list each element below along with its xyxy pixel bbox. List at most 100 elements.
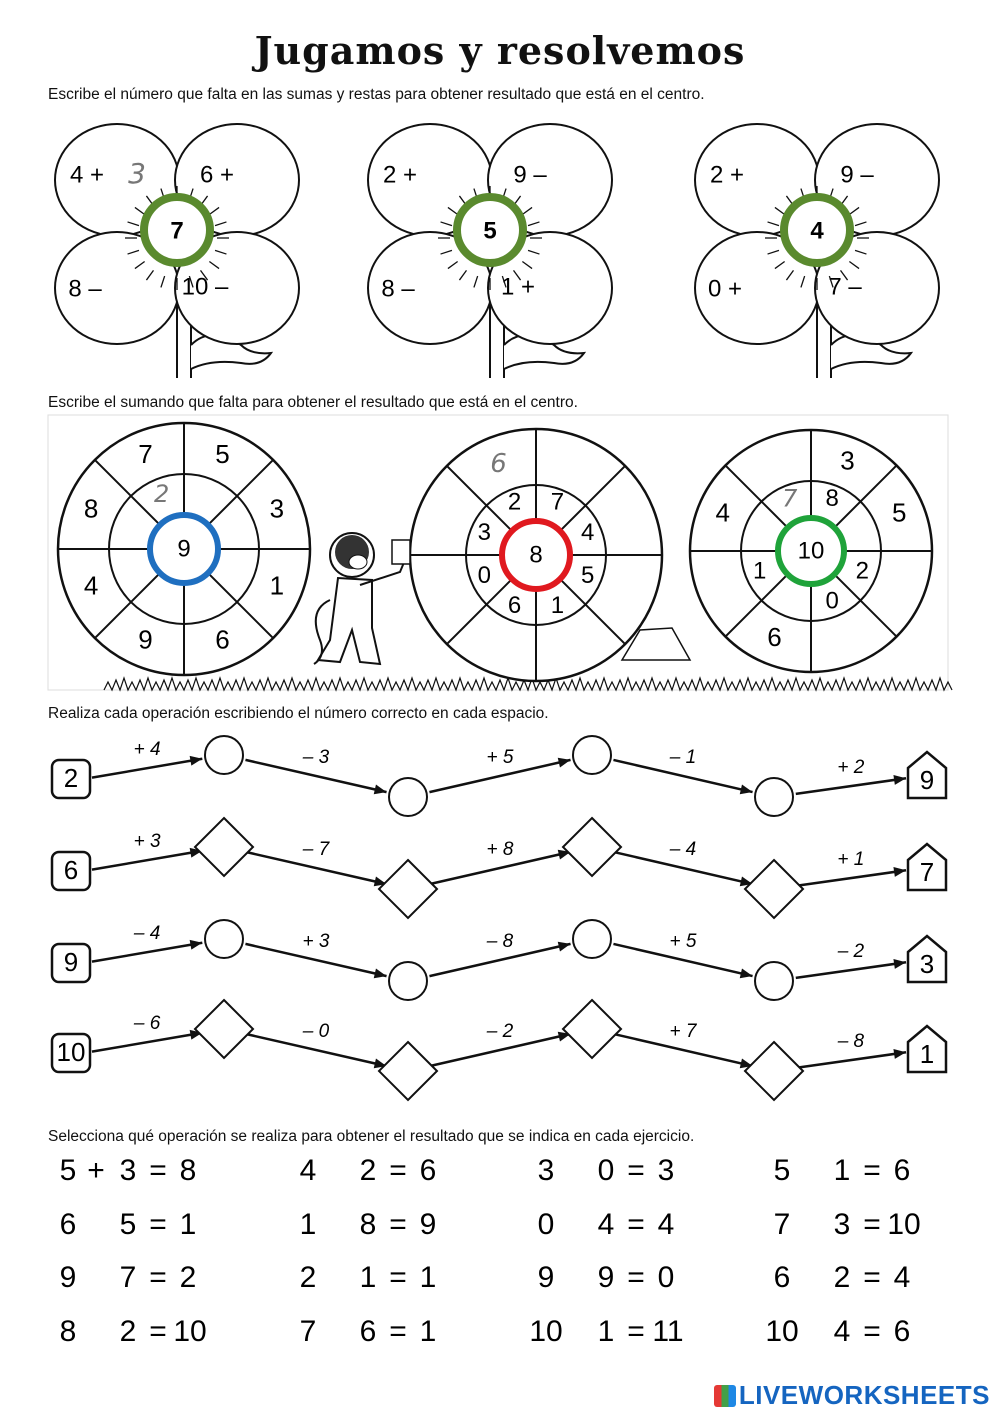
- equation-second-number: 1: [360, 1261, 377, 1294]
- operator-blank[interactable]: [798, 1213, 822, 1239]
- wheel-outer-number: 5: [892, 497, 906, 527]
- equation-result: 1: [420, 1315, 437, 1348]
- flower-hair: [473, 275, 479, 288]
- chain-operation: + 5: [670, 931, 697, 952]
- answer-circle[interactable]: [204, 919, 244, 959]
- flower-hair: [839, 269, 849, 281]
- operator-blank[interactable]: [562, 1320, 586, 1346]
- answer-diamond[interactable]: [193, 998, 255, 1060]
- operator-blank[interactable]: [798, 1266, 822, 1292]
- answer-diamond[interactable]: [743, 858, 805, 920]
- equation-equals: =: [863, 1261, 881, 1294]
- flower-hair: [134, 260, 146, 270]
- flower-center-number: 5: [483, 217, 496, 244]
- petal-operation: 8 –: [68, 275, 102, 302]
- grass: [103, 676, 953, 692]
- chain-arrow: [245, 758, 387, 794]
- wheel-inner-number: 0: [478, 562, 491, 589]
- operator-blank[interactable]: [562, 1213, 586, 1239]
- operator-blank[interactable]: [84, 1266, 108, 1292]
- equation-equals: =: [627, 1261, 645, 1294]
- chain-arrowhead: [893, 867, 907, 877]
- answer-diamond[interactable]: [377, 858, 439, 920]
- chain-arrowhead: [739, 784, 753, 795]
- operator-blank[interactable]: [84, 1320, 108, 1346]
- answer-diamond[interactable]: [561, 816, 623, 878]
- wheel-spoke: [724, 464, 789, 529]
- operator-blank[interactable]: [324, 1213, 348, 1239]
- operator-blank[interactable]: [798, 1159, 822, 1185]
- equation-first-number: 7: [300, 1315, 317, 1348]
- wheel-center-number: 8: [529, 541, 542, 568]
- chain-operation: + 5: [487, 747, 514, 768]
- wheel-outer-number: 8: [84, 493, 98, 523]
- flower-3: 2 +9 –0 +7 –4: [694, 123, 940, 378]
- answer-circle[interactable]: [388, 777, 428, 817]
- equation-second-number: 0: [598, 1154, 615, 1187]
- chain-arrowhead: [189, 755, 203, 766]
- wheel-spoke: [833, 464, 898, 529]
- equation-second-number: 6: [360, 1315, 377, 1348]
- answer-circle[interactable]: [754, 777, 794, 817]
- chain-arrowhead: [373, 784, 387, 795]
- wheel-inner-number: 1: [551, 592, 564, 619]
- answer-diamond[interactable]: [377, 1040, 439, 1102]
- chain-start-number: 9: [64, 947, 78, 977]
- wheel-outer-number: 4: [84, 570, 98, 600]
- wheel-outer-number: 9: [138, 625, 152, 655]
- chain-arrow: [429, 758, 571, 794]
- operator-blank[interactable]: [324, 1159, 348, 1185]
- operator-blank[interactable]: [84, 1213, 108, 1239]
- wheel-inner-number: 7: [551, 489, 564, 516]
- answer-circle[interactable]: [388, 961, 428, 1001]
- chain-arrow: [245, 1032, 387, 1068]
- answer-circle[interactable]: [572, 735, 612, 775]
- wheel-inner-number: 4: [581, 519, 594, 546]
- chain-arrow: [91, 941, 203, 963]
- answer-circle[interactable]: [204, 735, 244, 775]
- flower-hair: [208, 260, 220, 270]
- answer-circle[interactable]: [572, 919, 612, 959]
- chain-arrowhead: [893, 959, 907, 969]
- wheel-inner-number: 0: [826, 588, 839, 615]
- wheel-inner-number: 2: [508, 489, 521, 516]
- chain-arrow: [613, 1032, 753, 1068]
- operator-blank[interactable]: [562, 1159, 586, 1185]
- equation-first-number: 9: [538, 1261, 555, 1294]
- petal: [814, 231, 940, 345]
- equation-equals: =: [389, 1208, 407, 1241]
- flower-hair: [440, 221, 453, 227]
- answer-circle[interactable]: [754, 961, 794, 1001]
- flower-hair: [447, 260, 459, 270]
- wheel-spoke: [724, 573, 789, 638]
- chain-operation: – 8: [837, 1031, 865, 1052]
- wheel-inner-number: 7: [782, 485, 798, 513]
- wheel-center-number: 10: [798, 537, 825, 564]
- answer-diamond[interactable]: [743, 1040, 805, 1102]
- operator-blank[interactable]: [324, 1266, 348, 1292]
- chain-arrow: [429, 1032, 571, 1068]
- operator-blank[interactable]: [798, 1320, 822, 1346]
- operator-blank[interactable]: [562, 1266, 586, 1292]
- flower-hair: [214, 249, 227, 255]
- answer-diamond[interactable]: [193, 816, 255, 878]
- equation-result: 6: [894, 1154, 911, 1187]
- answer-diamond[interactable]: [561, 998, 623, 1060]
- wheel-inner-number: 2: [856, 558, 869, 585]
- chain-operation: – 0: [302, 1021, 330, 1042]
- equation-equals: =: [149, 1315, 167, 1348]
- chain-end-number: 9: [920, 765, 934, 795]
- operator-blank[interactable]: [324, 1320, 348, 1346]
- flower-hair: [208, 206, 220, 216]
- wheel-center-ring: [775, 515, 847, 587]
- chain-arrow: [613, 850, 753, 886]
- equation-first-number: 5: [774, 1154, 791, 1187]
